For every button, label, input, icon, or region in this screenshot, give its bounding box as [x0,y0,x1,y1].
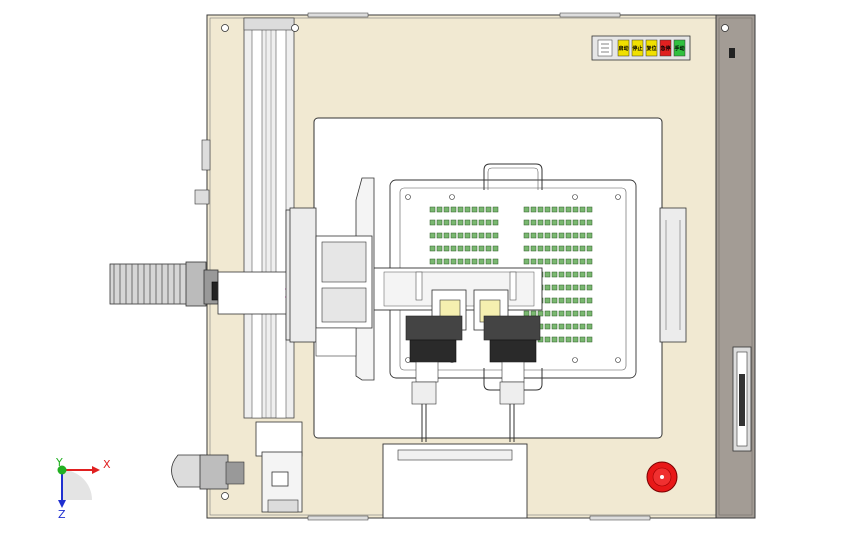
tray-slide-bars [289,207,687,343]
x-axis-label: X [103,458,111,471]
emergency-stop-button [646,461,678,493]
control-button-5: 手动 [673,39,686,57]
control-button-label: 停止 [632,45,642,52]
elbow-fitting [171,454,245,490]
control-panel: 启动停止复位急停手动 [591,35,691,61]
axis-triad: X Y Z [55,456,111,521]
y-axis-label: Y [55,456,63,469]
control-button-label: 手动 [674,45,684,52]
angled-mount [315,177,375,381]
control-button-label: 急停 [660,45,670,52]
bottom-hinges [307,12,651,521]
control-button-3: 复位 [645,39,658,57]
output-chute [382,443,528,519]
panel-label [597,39,613,57]
control-button-1: 启动 [617,39,630,57]
control-button-4: 急停 [659,39,672,57]
control-button-2: 停止 [631,39,644,57]
gantry-beam [371,267,543,311]
pick-head-right [473,289,541,442]
z-axis-label: Z [58,508,66,521]
control-button-label: 复位 [645,45,656,52]
control-button-label: 启动 [618,45,628,52]
pick-head-left [405,289,467,442]
left-edge-bolts [194,24,729,500]
motor-block [255,421,303,513]
side-handle [732,346,752,452]
